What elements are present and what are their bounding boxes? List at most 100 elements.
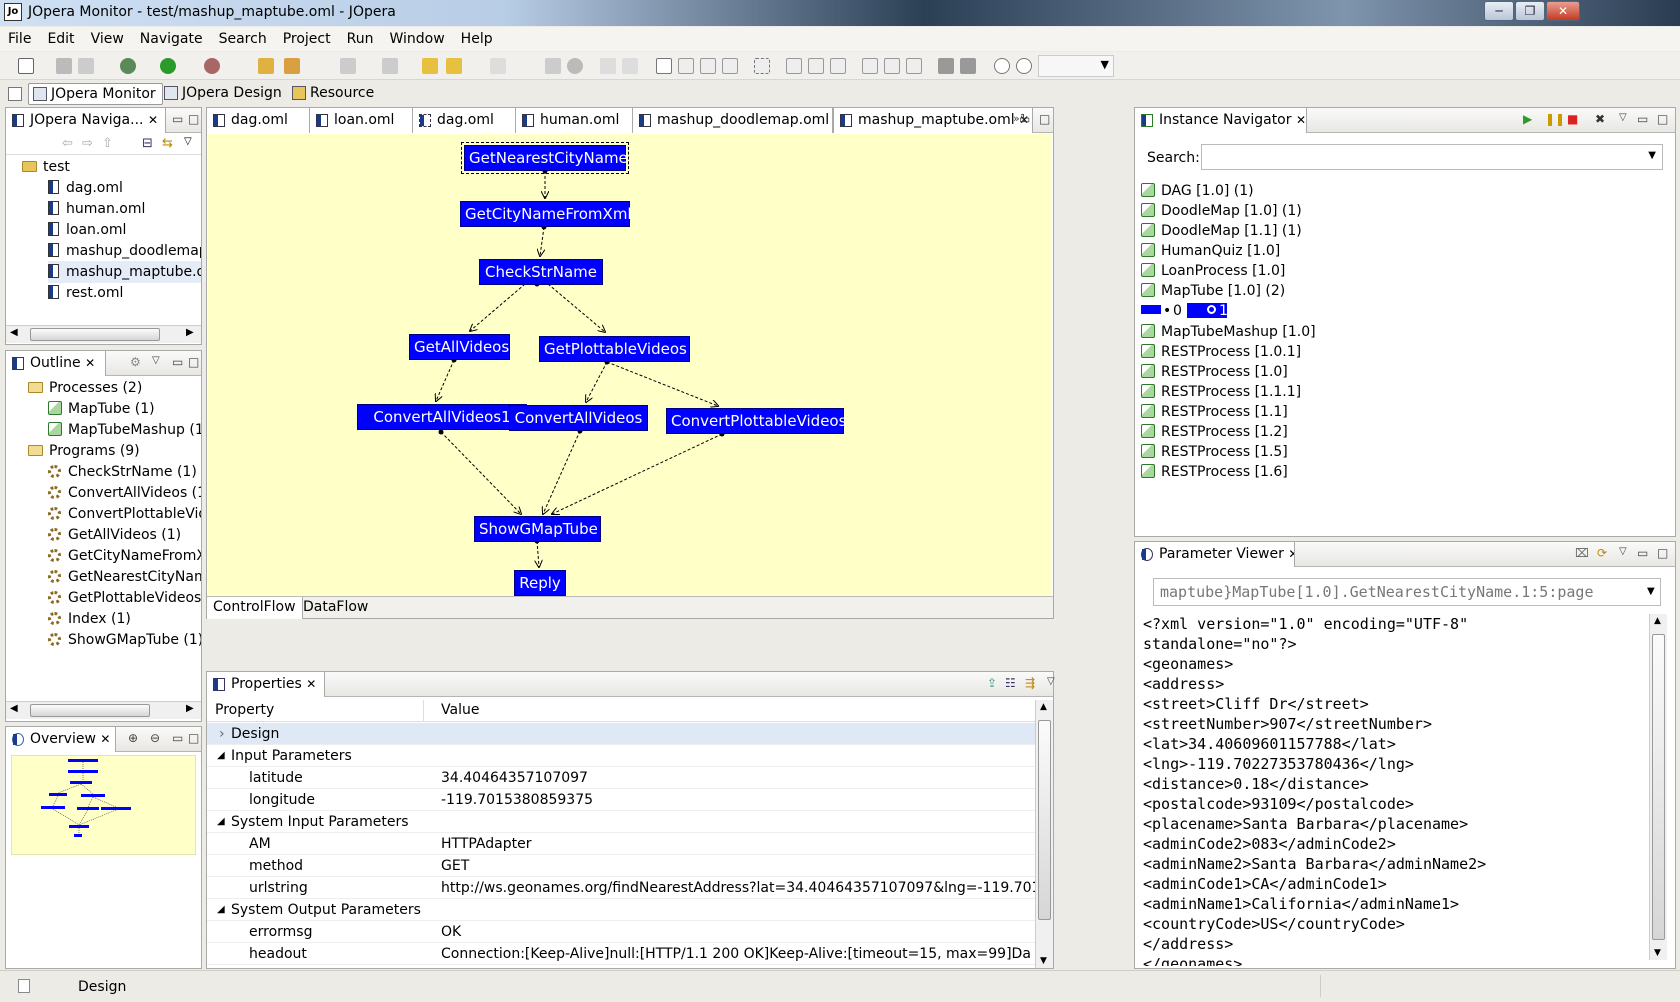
- minimize-view-icon[interactable]: ▭: [172, 355, 184, 369]
- categories-icon[interactable]: ☷: [1005, 676, 1016, 690]
- process-item[interactable]: RESTProcess [1.1.1]: [1141, 381, 1301, 403]
- menu-view[interactable]: View: [90, 31, 124, 47]
- scroll-left-icon[interactable]: ◀: [10, 703, 18, 714]
- collapse-all-icon[interactable]: ⊟: [142, 136, 153, 151]
- outline-process-item[interactable]: MapTube (1): [48, 398, 155, 420]
- align-bottom-icon[interactable]: [906, 58, 922, 74]
- tree-file-selected[interactable]: mashup_maptube.o: [48, 261, 201, 283]
- new-file-icon[interactable]: [18, 58, 34, 74]
- menu-run[interactable]: Run: [346, 31, 374, 47]
- expanded-triangle-icon[interactable]: ◢: [217, 816, 225, 827]
- align-middle-icon[interactable]: [884, 58, 900, 74]
- table-row[interactable]: ◢Input Parameters: [207, 745, 1035, 767]
- scroll-right-icon[interactable]: ▶: [186, 327, 194, 338]
- node-convert-all-videos1[interactable]: ConvertAllVideos1: [357, 404, 527, 430]
- up-icon[interactable]: ⇧: [102, 136, 113, 151]
- open-folder-icon[interactable]: [258, 58, 274, 74]
- tab-overflow-chevron[interactable]: »1: [1013, 112, 1027, 125]
- close-icon[interactable]: ✕: [1288, 547, 1294, 561]
- tab-data-flow[interactable]: DataFlow: [303, 599, 369, 615]
- back-arrow-icon[interactable]: [422, 58, 438, 74]
- table-row[interactable]: ◢System Input Parameters: [207, 811, 1035, 833]
- run-icon[interactable]: [160, 58, 176, 74]
- expanded-triangle-icon[interactable]: ◢: [217, 904, 225, 915]
- close-icon[interactable]: ✕: [306, 677, 317, 691]
- tab-parameter-viewer[interactable]: Parameter Viewer ✕: [1135, 542, 1295, 567]
- menu-project[interactable]: Project: [282, 31, 331, 47]
- search-combo[interactable]: ▼: [1201, 144, 1663, 170]
- table-row[interactable]: ›Design: [207, 723, 1035, 745]
- view-menu-icon[interactable]: ▽: [1047, 676, 1055, 687]
- close-icon[interactable]: ✕: [147, 113, 158, 127]
- filter-icon[interactable]: ⇶: [1025, 676, 1036, 690]
- outline-tool-icon[interactable]: ⚙: [130, 355, 141, 369]
- print-icon[interactable]: [78, 58, 94, 74]
- overview-thumbnail[interactable]: [10, 754, 197, 856]
- zoom-in-icon[interactable]: [994, 58, 1010, 74]
- node-get-all-videos[interactable]: GetAllVideos: [409, 334, 510, 360]
- maximize-view-icon[interactable]: □: [1657, 546, 1669, 560]
- process-item[interactable]: RESTProcess [1.2]: [1141, 421, 1288, 443]
- parameter-selector[interactable]: maptube}MapTube[1.0].GetNearestCityName.…: [1153, 578, 1661, 606]
- node-get-city-name-from-xml[interactable]: GetCityNameFromXml: [460, 201, 632, 227]
- distribute-icon[interactable]: [938, 58, 954, 74]
- scroll-left-icon[interactable]: ◀: [10, 327, 18, 338]
- process-item[interactable]: MapTubeMashup [1.0]: [1141, 321, 1316, 343]
- tab-outline[interactable]: Outline ✕: [6, 351, 106, 376]
- instance-1[interactable]: 1: [1219, 303, 1228, 319]
- view-menu-icon[interactable]: ▽: [1619, 112, 1627, 123]
- marquee-icon[interactable]: [678, 58, 694, 74]
- align-top-icon[interactable]: [862, 58, 878, 74]
- tab-overview[interactable]: Overview ✕: [6, 727, 116, 752]
- tab-mashup-doodlemap-oml[interactable]: mashup_doodlemap.oml: [633, 108, 833, 133]
- outline-program-item[interactable]: Index (1): [48, 608, 131, 630]
- view-menu-icon[interactable]: ▽: [152, 355, 160, 366]
- node-get-plottable-videos[interactable]: GetPlottableVideos: [539, 336, 690, 362]
- tree-file[interactable]: mashup_doodlemap: [48, 240, 201, 262]
- tab-properties[interactable]: Properties ✕: [207, 672, 325, 697]
- resume-icon[interactable]: ▶: [1523, 112, 1533, 126]
- close-icon[interactable]: ✕: [85, 356, 96, 370]
- tree-file[interactable]: dag.oml: [48, 177, 123, 199]
- refresh-icon[interactable]: ⟳: [1597, 546, 1608, 560]
- scroll-thumb[interactable]: [30, 704, 150, 717]
- scroll-up-icon[interactable]: ▲: [1654, 616, 1661, 626]
- nav-icon[interactable]: [340, 58, 356, 74]
- outline-program-item[interactable]: ShowGMapTube (1): [48, 629, 201, 651]
- maximize-button[interactable]: ❐: [1515, 1, 1545, 21]
- pen-icon[interactable]: [284, 58, 300, 74]
- outline-program-item[interactable]: GetAllVideos (1): [48, 524, 181, 546]
- external-tools-icon[interactable]: [204, 58, 220, 74]
- maximize-view-icon[interactable]: □: [1657, 112, 1669, 126]
- maximize-view-icon[interactable]: □: [1039, 112, 1051, 126]
- pause-icon[interactable]: ❚❚: [1545, 112, 1566, 126]
- tab-instance-navigator[interactable]: Instance Navigator ✕: [1135, 108, 1307, 133]
- outline-programs-group[interactable]: Programs (9): [28, 440, 140, 462]
- save-icon[interactable]: [56, 58, 72, 74]
- stop-icon[interactable]: ■: [1567, 112, 1579, 126]
- menu-navigate[interactable]: Navigate: [139, 31, 203, 47]
- back-icon[interactable]: ⇦: [62, 136, 73, 151]
- tab-dag-oml-2[interactable]: dag.oml: [413, 108, 516, 133]
- align-center-icon[interactable]: [808, 58, 824, 74]
- chevron-right-icon[interactable]: ›: [219, 726, 225, 742]
- minimize-view-icon[interactable]: ▭: [172, 731, 184, 745]
- node-show-gmap-tube[interactable]: ShowGMapTube: [474, 516, 601, 542]
- scroll-thumb[interactable]: [1038, 720, 1051, 920]
- delete-icon[interactable]: ✖: [1595, 112, 1606, 126]
- zoom-out-icon[interactable]: [1016, 58, 1032, 74]
- maximize-view-icon[interactable]: □: [188, 112, 200, 126]
- node-get-nearest-city-name[interactable]: GetNearestCityName: [461, 142, 629, 174]
- outline-hscroll[interactable]: ◀ ▶: [6, 701, 201, 719]
- tab-mashup-maptube-oml[interactable]: mashup_maptube.oml ✕: [833, 108, 1033, 133]
- clear-icon[interactable]: ⌧: [1575, 546, 1589, 560]
- minimize-view-icon[interactable]: ▭: [1019, 112, 1031, 126]
- process-item[interactable]: DAG [1.0] (1): [1141, 180, 1254, 202]
- process-item[interactable]: DoodleMap [1.0] (1): [1141, 200, 1302, 222]
- scroll-thumb[interactable]: [30, 328, 160, 341]
- nav2-icon[interactable]: [382, 58, 398, 74]
